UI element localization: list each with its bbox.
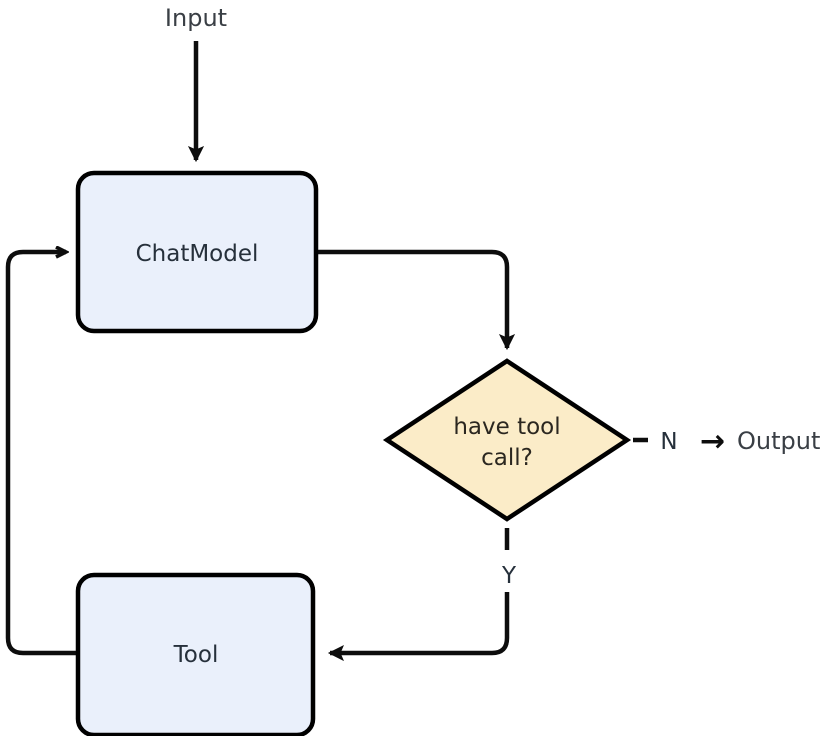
input-label: Input xyxy=(165,4,227,32)
chatmodel-box[interactable] xyxy=(75,170,319,334)
tool-label: Tool xyxy=(173,642,219,668)
edge-label-y: Y xyxy=(501,563,517,589)
edge-chatmodel-to-decision xyxy=(316,249,507,348)
edge-tool-to-chatmodel xyxy=(5,252,78,656)
chatmodel-label: ChatModel xyxy=(136,241,259,267)
decision-label-line2: call? xyxy=(481,445,533,471)
node-chatmodel[interactable]: ChatModel xyxy=(75,170,319,334)
tool-box[interactable] xyxy=(75,572,316,736)
edge-label-n: N xyxy=(660,429,677,455)
output-label: Output xyxy=(737,427,820,455)
decision-diamond[interactable] xyxy=(382,358,632,522)
edge-decision-to-tool xyxy=(330,528,510,653)
node-decision[interactable]: have tool call? xyxy=(382,358,632,522)
decision-label-line1: have tool xyxy=(453,414,560,440)
node-tool[interactable]: Tool xyxy=(75,572,316,736)
output-arrow-icon: → xyxy=(700,424,725,459)
